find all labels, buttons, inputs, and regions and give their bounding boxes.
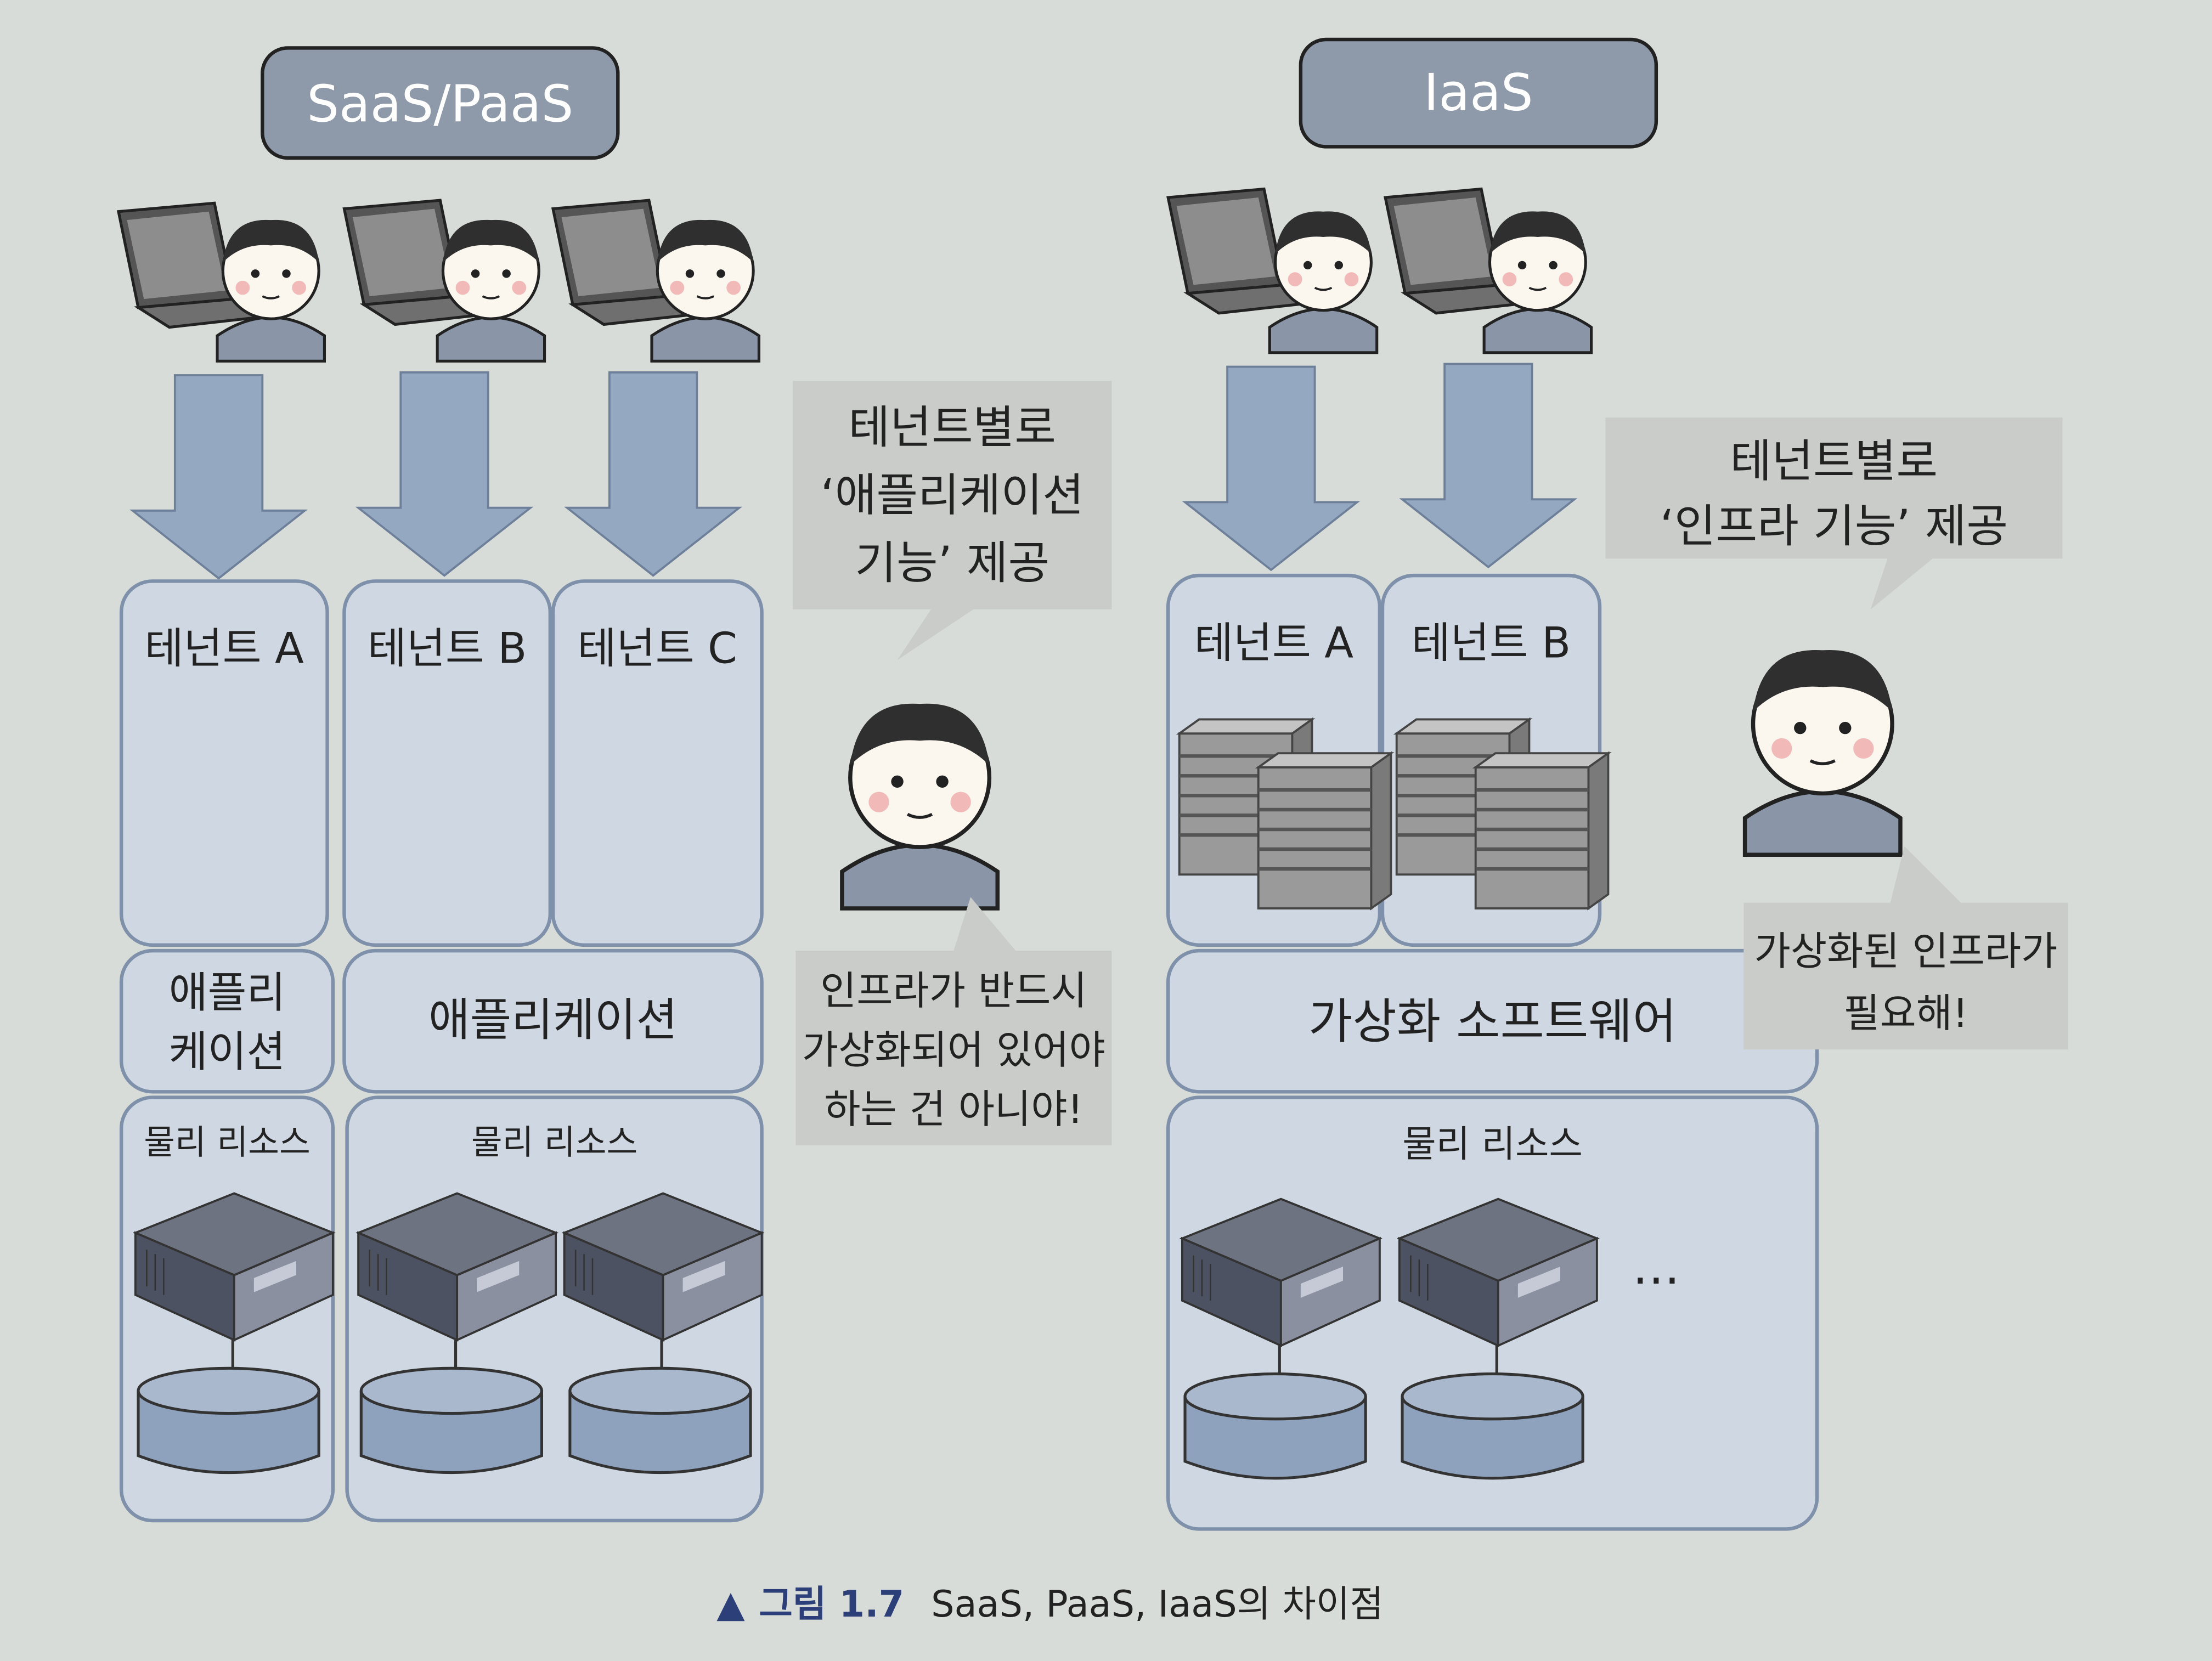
user-avatar-icon (1269, 211, 1376, 352)
user-avatar-icon (437, 220, 544, 361)
saas-bubble-bottom-line3: 하는 건 아니야! (824, 1086, 1083, 1132)
caption-marker: ▲ (716, 1583, 745, 1625)
physical-resource-a-label: 물리 리소스 (144, 1122, 310, 1162)
disk-icon (361, 1368, 541, 1472)
speech-bubble (1605, 417, 2063, 609)
application-bc-panel (342, 948, 764, 1094)
saas-bubble-bottom-line2: 가상화되어 있어야 (802, 1027, 1105, 1073)
speech-bubble (795, 897, 1112, 1145)
iaas-tenant-b-label: 테넌트 B (1412, 618, 1571, 668)
tenant-b-panel (342, 579, 552, 947)
caption-text: SaaS, PaaS, IaaS의 차이점 (931, 1583, 1384, 1625)
arrow-down-icon (129, 374, 308, 580)
application-bc-label: 애플리케이션 (428, 994, 678, 1046)
caption-figure-number: 그림 1.7 (759, 1583, 904, 1625)
arrow-down-icon (355, 371, 534, 577)
saas-bubble-bottom-line1: 인프라가 반드시 (820, 968, 1087, 1014)
disk-icon (1402, 1374, 1583, 1478)
figure-caption: ▲ 그림 1.7 SaaS, PaaS, IaaS의 차이점 (716, 1583, 1384, 1625)
tenant-c-label: 테넌트 C (578, 624, 737, 674)
tenant-b-label: 테넌트 B (368, 624, 527, 674)
saas-bubble-top-line2: ‘애플리케이션 (821, 470, 1084, 522)
presenter-avatar-icon (842, 704, 997, 908)
speech-bubble (1743, 846, 2068, 1050)
tenant-c-panel (551, 579, 764, 947)
user-avatar-icon (1484, 211, 1591, 352)
iaas-section: IaaS 테넌트 A 테넌트 B 가상화 소프트웨어 물리 리소스 … 테넌트별… (1166, 37, 2068, 1531)
iaas-bubble-bottom-line1: 가상화된 인프라가 (1754, 928, 2058, 974)
tenant-a-label: 테넌트 A (145, 624, 304, 674)
iaas-bubble-bottom-line2: 필요해! (1843, 990, 1968, 1036)
disk-icon (570, 1368, 751, 1472)
iaas-bubble-top-line1: 테넌트별로 (1730, 436, 1938, 488)
virtual-server-rack-icon (1259, 753, 1391, 908)
iaas-bubble-top-line2: ‘인프라 기능’ 제공 (1660, 500, 2008, 552)
user-avatar-icon (652, 220, 759, 361)
application-a-panel (119, 948, 335, 1094)
user-avatar-icon (217, 220, 324, 361)
saas-bubble-top-line3: 기능’ 제공 (855, 537, 1049, 589)
iaas-title-badge (1299, 37, 1658, 149)
speech-bubble (793, 381, 1112, 660)
more-servers-ellipsis: … (1632, 1239, 1680, 1295)
saas-title: SaaS/PaaS (307, 74, 573, 133)
arrow-down-icon (1399, 363, 1578, 569)
iaas-title: IaaS (1424, 63, 1533, 122)
saas-bubble-top-line1: 테넌트별로 (849, 402, 1056, 454)
saas-title-badge (261, 46, 620, 160)
application-a-label-line1: 애플리 (169, 968, 286, 1018)
tenant-a-panel (119, 579, 329, 947)
saas-paas-section: SaaS/PaaS 테넌트 A 테넌트 B 테넌트 C 애플리 케이션 애플리케… (119, 46, 1112, 1523)
disk-icon (1185, 1374, 1365, 1478)
presenter-avatar-icon (1745, 650, 1900, 855)
virtualization-software-label: 가상화 소프트웨어 (1308, 994, 1677, 1050)
arrow-down-icon (564, 371, 742, 577)
physical-resource-bc-label: 물리 리소스 (471, 1122, 637, 1162)
iaas-physical-resource-label: 물리 리소스 (1402, 1123, 1583, 1166)
arrow-down-icon (1182, 365, 1361, 572)
virtual-server-rack-icon (1476, 753, 1609, 908)
disk-icon (138, 1368, 319, 1472)
iaas-tenant-a-label: 테넌트 A (1194, 618, 1353, 668)
application-a-label-line2: 케이션 (169, 1027, 286, 1077)
